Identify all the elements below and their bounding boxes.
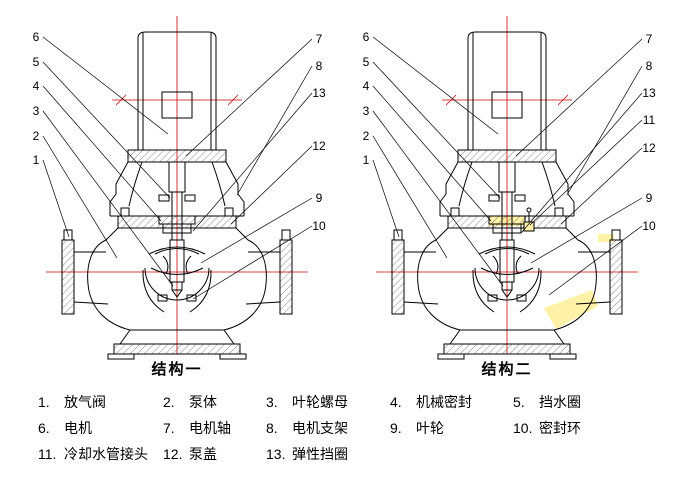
callout-number: 11 [643, 113, 656, 127]
legend-item-name: 电机轴 [189, 420, 231, 436]
callout-number: 6 [33, 30, 40, 44]
legend-item: 8. 电机支架 [266, 420, 390, 436]
callout-number: 7 [646, 32, 653, 46]
callout-number: 2 [33, 129, 40, 143]
callout-number: 6 [363, 30, 370, 44]
leader-lines-structure-1 [42, 36, 313, 300]
legend-item: 1. 放气阀 [38, 394, 163, 410]
legend-item-number: 5. [513, 394, 525, 410]
legend-item-name: 弹性挡圈 [292, 446, 348, 462]
legend-item-number: 3. [266, 394, 278, 410]
legend-item-number: 6. [38, 420, 50, 436]
legend-item-name: 电机 [64, 420, 92, 436]
parts-legend: 1. 放气阀 2. 泵体 3. 叶轮螺母 4. 机械密封 5. 挡水圈 6. 电机 7. 电机… [38, 394, 623, 462]
legend-item-number: 10. [513, 420, 533, 436]
legend-item-name: 泵盖 [189, 446, 217, 462]
legend-item-number: 8. [266, 420, 278, 436]
callout-number: 4 [363, 79, 370, 93]
callout-number: 3 [33, 104, 40, 118]
legend-item-name: 叶轮 [416, 420, 444, 436]
legend-item-number: 2. [163, 394, 175, 410]
callout-number: 12 [642, 141, 656, 155]
legend-item: 12. 泵盖 [163, 446, 266, 462]
legend-item: 13. 弹性挡圈 [266, 446, 390, 462]
legend-item: 6. 电机 [38, 420, 163, 436]
callout-number: 3 [363, 104, 370, 118]
callout-number: 13 [312, 86, 326, 100]
callout-number: 2 [363, 129, 370, 143]
legend-item-name: 电机支架 [292, 420, 348, 436]
cooling-water-joint-outline [523, 207, 535, 232]
pump-drawing-structure-2: 6 5 4 3 2 1 7 8 13 11 12 9 10 [363, 15, 656, 360]
figure-caption-structure-2: 结构二 [481, 361, 533, 378]
legend-item: 11. 冷却水管接头 [38, 446, 163, 462]
legend-item: 5. 挡水圈 [513, 394, 623, 410]
legend-item: 7. 电机轴 [163, 420, 266, 436]
legend-item-name: 叶轮螺母 [292, 394, 348, 410]
legend-item-name: 冷却水管接头 [64, 446, 148, 462]
callout-number: 1 [33, 153, 40, 167]
callout-number: 9 [316, 191, 323, 205]
legend-item-number: 11. [38, 446, 57, 462]
legend-item-number: 4. [390, 394, 402, 410]
legend-item: 9. 叶轮 [390, 420, 513, 436]
leader-lines-structure-2 [372, 36, 643, 296]
callout-number: 5 [33, 55, 40, 69]
callout-number: 7 [316, 32, 323, 46]
legend-item: 4. 机械密封 [390, 394, 513, 410]
callout-number: 8 [316, 59, 323, 73]
legend-item-name: 密封环 [539, 420, 581, 436]
legend-item: 2. 泵体 [163, 394, 266, 410]
callout-number: 1 [363, 153, 370, 167]
figure-caption-structure-1: 结构一 [151, 361, 203, 378]
legend-item-name: 机械密封 [416, 394, 472, 410]
legend-item-number: 12. [163, 446, 183, 462]
callout-number: 10 [312, 219, 326, 233]
legend-item-number: 1. [38, 394, 50, 410]
legend-item-number: 7. [163, 420, 175, 436]
legend-item: 3. 叶轮螺母 [266, 394, 390, 410]
pump-drawing-structure-1: 6 5 4 3 2 1 7 8 13 12 9 10 [33, 15, 326, 360]
legend-item-name: 挡水圈 [539, 394, 581, 410]
callouts-structure-2: 6 5 4 3 2 1 7 8 13 11 12 9 10 [363, 30, 656, 233]
legend-item-name: 泵体 [189, 394, 217, 410]
callout-number: 4 [33, 79, 40, 93]
legend-item-number: 13. [266, 446, 286, 462]
callout-number: 8 [646, 59, 653, 73]
callout-number: 13 [642, 86, 656, 100]
callout-number: 5 [363, 55, 370, 69]
callouts-structure-1: 6 5 4 3 2 1 7 8 13 12 9 10 [33, 30, 326, 233]
callout-number: 9 [646, 191, 653, 205]
legend-item-name: 放气阀 [64, 394, 106, 410]
callout-number: 12 [312, 139, 326, 153]
legend-item-number: 9. [390, 420, 402, 436]
legend-item: 10. 密封环 [513, 420, 623, 436]
callout-number: 10 [642, 219, 656, 233]
